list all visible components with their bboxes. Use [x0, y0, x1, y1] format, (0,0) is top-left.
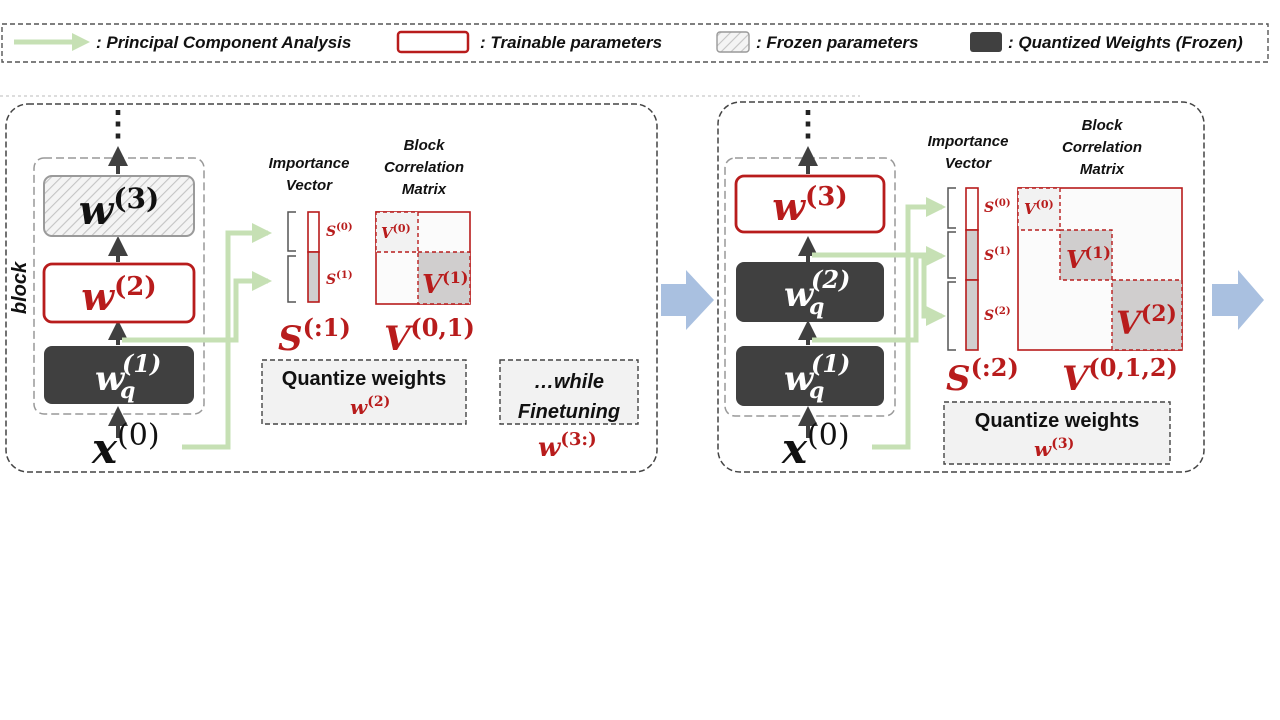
p2-importance-s0-cell [965, 187, 979, 231]
legend-pca-arrow-icon [14, 33, 90, 51]
p2-w3-trainable-box [734, 174, 886, 234]
v1-label: V(1) [422, 268, 468, 300]
p2-corr-block-v1 [1059, 229, 1113, 281]
p2-x0-label: x(0) [781, 418, 850, 473]
s0-label: S(0) [326, 222, 353, 240]
w2-trainable-box [42, 262, 196, 324]
corr-title-3: Matrix [402, 181, 447, 198]
transition-arrow-icon [661, 270, 714, 330]
w3-label: w(3) [79, 182, 159, 234]
p2-importance-title-2: Vector [945, 155, 992, 172]
wq1-quantized-box [44, 346, 194, 404]
importance-title-2: Vector [286, 177, 333, 194]
p2-v1-label: V(1) [1066, 243, 1111, 274]
S-vector-label: S(:1) [278, 313, 351, 359]
p2-w3-label: w(3) [772, 182, 847, 229]
corr-title-1: Block [404, 137, 446, 154]
p2-wq2-label: w [784, 275, 815, 315]
legend-frame [1, 23, 1269, 63]
v0-label: V(0) [381, 222, 411, 242]
p2-wq2-sub: q [809, 294, 824, 320]
p2-corr-title-2: Correlation [1062, 139, 1142, 156]
p2-importance-title-1: Importance [928, 133, 1009, 150]
p2-corr-block-v0 [1017, 187, 1061, 231]
p2-v2-label: V(2) [1116, 301, 1177, 342]
p2-quantize-text: Quantize weights [975, 410, 1139, 432]
panel-1: block ⋮ w(3) w(2) w (1) q x(0) Importanc… [5, 103, 658, 473]
finetune-box [499, 359, 639, 425]
legend-trainable-swatch [396, 30, 470, 54]
w3-frozen-box [43, 175, 195, 237]
p2-s2-label: S(2) [984, 306, 1011, 324]
V-matrix-label: V(0,1) [384, 313, 475, 359]
p2-corr-title-3: Matrix [1080, 161, 1125, 178]
quantize-text: Quantize weights [282, 368, 446, 390]
finetune-weight: w(3:) [538, 429, 597, 463]
legend-quantized-label: : Quantized Weights (Frozen) [1008, 33, 1243, 52]
pca-arrow-to-s1 [122, 271, 272, 343]
w2-label: w(2) [81, 272, 156, 319]
importance-s1-cell [307, 251, 320, 303]
p2-pca-arrow-to-s1 [812, 246, 946, 343]
importance-title-1: Importance [269, 155, 350, 172]
p2-wq1-sub: q [809, 378, 824, 404]
legend-pca-label: : Principal Component Analysis [96, 33, 351, 52]
legend-frozen-label: : Frozen parameters [756, 33, 919, 52]
wq1-sup: (1) [122, 349, 161, 378]
p2-importance-s1-cell [965, 229, 979, 281]
corr-title-2: Correlation [384, 159, 464, 176]
p2-quantize-box [943, 401, 1171, 465]
p2-corr-block-v2 [1111, 279, 1183, 351]
legend-trainable-label: : Trainable parameters [480, 33, 662, 52]
continuation-dots-2: ⋮ [791, 105, 825, 143]
p2-wq1-sup: (1) [811, 349, 850, 378]
p2-pca-arrows [812, 197, 946, 450]
p2-wq2-quantized-box [736, 262, 884, 322]
p2-s0-label: S(0) [984, 198, 1011, 216]
finetune-text-1: …while [534, 371, 604, 393]
corr-block-v0 [375, 211, 419, 253]
quantize-weight: w(2) [350, 394, 390, 419]
p2-importance-brackets [947, 187, 956, 351]
quantize-box [261, 359, 467, 425]
p2-pca-arrow-to-s0 [872, 197, 946, 450]
importance-s0-cell [307, 211, 320, 253]
legend-frozen-swatch [716, 31, 750, 53]
p2-S-vector-label: S(:2) [946, 353, 1019, 399]
legend-quantized-swatch [970, 32, 1002, 52]
p2-wq2-sup: (2) [811, 265, 850, 294]
p2-V-matrix-label: V(0,1,2) [1062, 353, 1178, 399]
p2-v0-label: V(0) [1024, 198, 1054, 218]
pca-arrows [122, 223, 272, 450]
x0-label: x(0) [91, 418, 160, 473]
p2-wq1-quantized-box [736, 346, 884, 406]
s1-label: S(1) [326, 270, 353, 288]
p2-wq1-label: w [784, 359, 815, 399]
finetune-text-2: Finetuning [518, 401, 620, 423]
legend: : Principal Component Analysis : Trainab… [1, 23, 1269, 63]
p2-importance-s2-cell [965, 279, 979, 351]
p2-corr-title-1: Block [1082, 117, 1124, 134]
wq1-sub: q [120, 378, 135, 404]
p2-s1-label: S(1) [984, 246, 1011, 264]
wq1-label: w [95, 359, 126, 399]
continuation-dots: ⋮ [101, 105, 135, 143]
next-arrow-icon [1212, 270, 1264, 330]
p2-pca-arrow-to-s2 [812, 252, 946, 326]
corr-block-v1 [417, 251, 471, 305]
importance-brackets [287, 211, 296, 303]
p2-quantize-weight: w(3) [1034, 436, 1074, 461]
block-label: block [9, 261, 31, 314]
panel-2: ⋮ w(3) w (2) q w (1) q x(0) Importance V… [717, 101, 1205, 473]
